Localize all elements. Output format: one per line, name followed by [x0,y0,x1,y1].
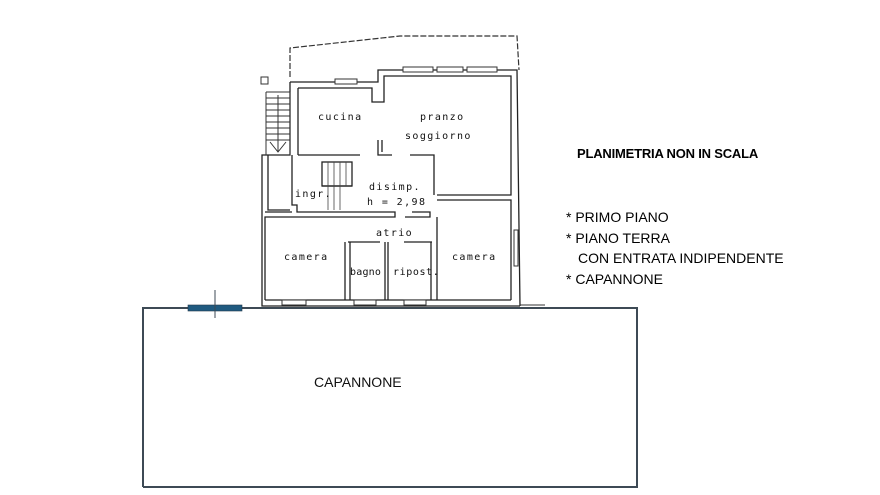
room-label-soggiorno: soggiorno [405,131,472,142]
external-staircase [260,76,291,155]
room-label-ingresso: ingr. [295,189,332,200]
room-height-label: h = 2,98 [367,197,426,208]
room-label-camera-right: camera [452,252,497,263]
room-label-cucina: cucina [318,112,363,123]
windows [281,66,519,306]
legend-item-piano-terra: * PIANO TERRA [566,229,670,246]
capannone-label: CAPANNONE [314,374,402,390]
legend-item-capannone: * CAPANNONE [566,270,663,287]
room-label-ripostiglio: ripost. [393,267,439,278]
room-label-atrio: atrio [376,228,413,239]
room-label-pranzo: pranzo [420,112,465,123]
legend-item-entrata-indipendente: CON ENTRATA INDIPENDENTE [578,250,784,266]
capannone-outline [142,304,638,488]
room-label-disimpegno: disimp. [369,182,421,193]
legend-title: PLANIMETRIA NON IN SCALA [577,146,759,161]
terrace-outline [289,35,520,77]
legend-list: * PRIMO PIANO * PIANO TERRA CON ENTRATA … [566,207,784,289]
legend-item-primo-piano: * PRIMO PIANO [566,209,669,225]
room-label-bagno: bagno [350,267,381,278]
room-label-camera-left: camera [284,252,329,263]
internal-staircase [327,162,347,210]
capannone-door-icon [187,290,243,318]
